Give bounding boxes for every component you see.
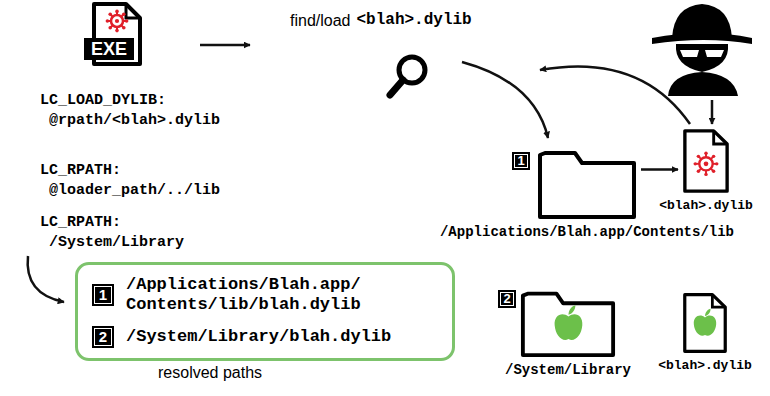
- path-row: 2/System/Library/blah.dylib: [92, 326, 438, 348]
- folder-apple-shape: [520, 286, 616, 358]
- callout-number: 2: [92, 326, 114, 348]
- doc-apple-shape-part: [685, 295, 725, 352]
- doc-apple-shape-part: [694, 309, 716, 336]
- exe-icon-shape-part: [115, 29, 119, 33]
- doc-virus-shape-part: [704, 152, 707, 155]
- load-command: LC_LOAD_DYLIB:: [40, 92, 166, 109]
- dylib-file-icon: <blah>.dylib: [682, 292, 728, 354]
- attacker-figure: [652, 4, 752, 96]
- connector-arrow: [641, 168, 678, 171]
- result-box: 1/Applications/Blah.app/ Contents/lib/bl…: [75, 262, 455, 361]
- exe-icon-shape-part: [125, 19, 129, 23]
- exe-icon-shape-part: [108, 12, 112, 16]
- rpath-value: /System/Library: [49, 234, 184, 251]
- doc-virus-shape-part: [714, 131, 727, 144]
- resolved-path: /Applications/Blah.app/ Contents/lib/bla…: [126, 275, 438, 316]
- rpath-value: @loader_path/../lib: [49, 182, 220, 199]
- doc-virus-shape-part: [712, 170, 715, 173]
- body: [668, 72, 738, 96]
- load-command: LC_RPATH:: [40, 214, 121, 231]
- exe-icon-shape-part: [115, 19, 119, 23]
- folder-icon: /Applications/Blah.app/Contents/lib: [537, 145, 637, 220]
- callout-number: 2: [498, 290, 516, 308]
- magnifier-icon: [390, 57, 425, 95]
- file-name: <blah>.dylib: [658, 358, 752, 373]
- doc-virus-shape-part: [699, 157, 712, 170]
- load-command: LC_RPATH:: [40, 162, 121, 179]
- doc-virus-shape-part: [694, 162, 697, 165]
- exe-icon-shape-part: [111, 15, 123, 27]
- exe-icon-shape-part: [115, 10, 119, 14]
- resolved-path: /System/Library/blah.dylib: [126, 327, 438, 347]
- doc-apple-shape-part: [712, 295, 725, 307]
- dylib-name: <blah>.dylib: [357, 11, 472, 29]
- exe-icon-shape-part: [84, 38, 134, 60]
- exe-icon-shape-part: [122, 12, 126, 16]
- doc-virus-shape-part: [712, 155, 715, 158]
- doc-virus-shape-part: [704, 162, 709, 167]
- folder-shape-part: [540, 153, 634, 217]
- doc-virus-shape-part: [697, 155, 700, 158]
- search-arrow: [462, 62, 548, 138]
- exe-icon-shape-part: [126, 4, 140, 18]
- sunglasses: [680, 50, 724, 57]
- doc-apple-shape-part-part: [694, 316, 716, 336]
- load-path: @rpath/<blah>.dylib: [49, 112, 220, 129]
- executable-icon: EXE: [82, 2, 146, 66]
- folder-path: /Applications/Blah.app/Contents/lib: [440, 224, 734, 240]
- doc-apple-shape: [682, 292, 728, 354]
- dylib-file-icon: <blah>.dylib: [682, 128, 730, 194]
- folder-apple-shape-part: [555, 305, 583, 340]
- path-row: 1/Applications/Blah.app/ Contents/lib/bl…: [92, 275, 438, 316]
- exe-icon-shape-part: [108, 26, 112, 30]
- doc-virus-shape: [682, 128, 730, 194]
- folder-path: /System/Library: [505, 362, 631, 378]
- resolve-arrow: [28, 256, 64, 302]
- doc-virus-shape-part: [715, 162, 718, 165]
- file-name: <blah>.dylib: [659, 198, 753, 213]
- doc-virus-shape-part: [704, 173, 707, 176]
- callout-number: 1: [512, 152, 530, 170]
- hat-crown: [672, 4, 732, 38]
- hijack-arrow: [540, 66, 690, 124]
- doc-virus-shape-part: [685, 131, 727, 191]
- folder-apple-shape-part: [523, 294, 613, 355]
- exe-icon-shape-part: [106, 19, 110, 23]
- file-type-label: EXE: [84, 38, 134, 60]
- callout-number: 1: [92, 284, 114, 306]
- flow-arrow: [200, 44, 250, 47]
- box-caption: resolved paths: [158, 364, 262, 382]
- plant-arrow: [711, 100, 714, 124]
- folder-shape: [537, 145, 637, 220]
- exe-icon-shape-part: [122, 26, 126, 30]
- folder-icon: /System/Library: [520, 286, 616, 358]
- step-label: find/load: [290, 12, 351, 30]
- doc-apple-shape-part-part: [705, 309, 711, 316]
- head: [676, 44, 728, 72]
- magnifier-handle: [390, 80, 403, 95]
- doc-virus-shape-part: [697, 170, 700, 173]
- folder-apple-shape-part-part: [568, 305, 575, 315]
- folder-apple-shape-part-part: [555, 314, 583, 340]
